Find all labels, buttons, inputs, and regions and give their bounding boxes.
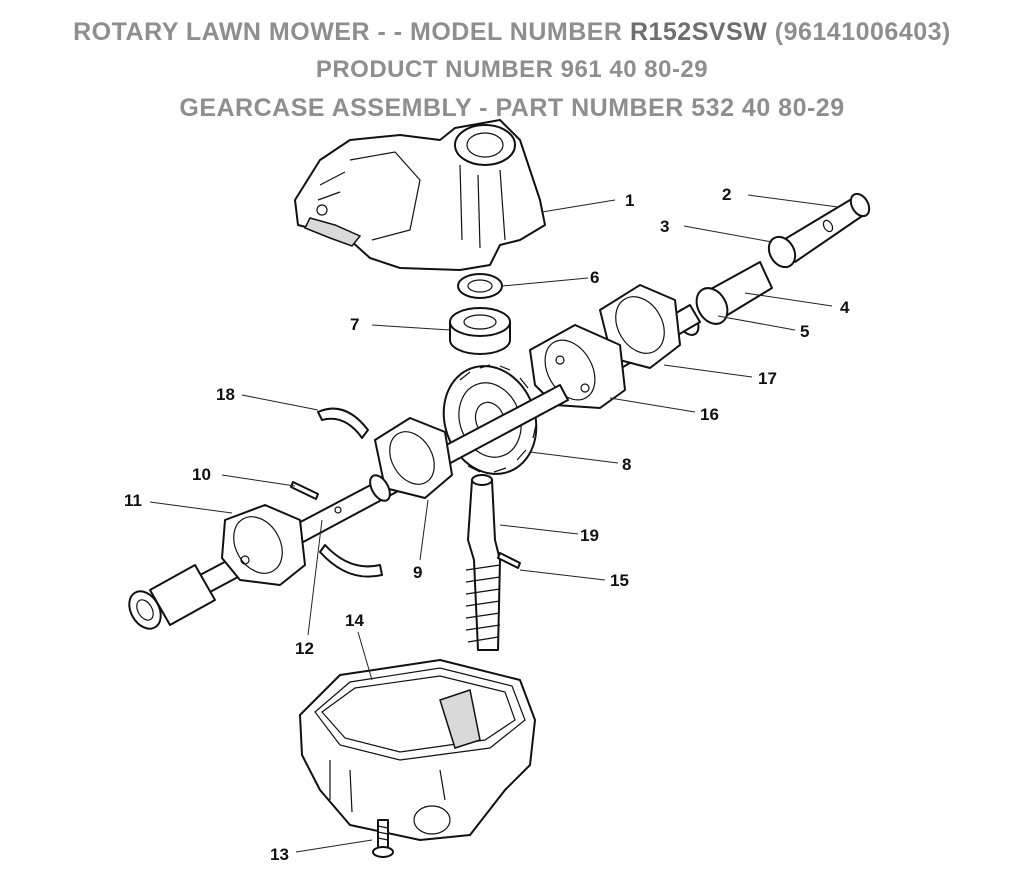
callout-15: 15 [610,571,629,590]
callout-16: 16 [700,405,719,424]
callout-13: 13 [270,845,289,864]
callout-18: 18 [216,385,235,404]
model-number: R152SVSW [629,18,768,46]
callout-7: 7 [350,315,359,334]
callout-19: 19 [580,526,599,545]
callout-8: 8 [622,455,631,474]
callout-1: 1 [625,191,634,210]
callout-11: 11 [124,491,142,510]
callout-14: 14 [345,611,364,630]
title-suffix: (96141006403) [767,18,951,46]
clutch-cup-lower [369,417,453,502]
shaft-coupling [128,564,216,630]
roll-pin-upper [290,481,319,500]
diagram-title: ROTARY LAWN MOWER - - MODEL NUMBER R152S… [0,18,1024,47]
product-number: PRODUCT NUMBER 961 40 80-29 [315,56,709,83]
callout-17: 17 [758,369,777,388]
screw [372,819,394,858]
worm-shaft [465,474,501,651]
callout-4: 4 [840,298,850,317]
bearing-housing-left [221,504,306,586]
callout-numbers: 1 2 3 4 5 6 7 8 9 10 11 12 13 14 15 16 1… [124,185,850,864]
callout-12: 12 [295,639,314,658]
assembly-part-number: GEARCASE ASSEMBLY - PART NUMBER 532 40 8… [179,94,845,122]
callout-6: 6 [590,268,599,287]
title-prefix: ROTARY LAWN MOWER - - MODEL NUMBER [73,18,630,46]
callout-9: 9 [413,563,422,582]
callout-2: 2 [722,185,731,204]
bearings [449,273,511,355]
gearcase-lower-housing [299,659,536,841]
gearcase-upper-housing [294,119,546,271]
callout-10: 10 [192,465,211,484]
callout-5: 5 [800,322,809,341]
leader-lines [149,194,839,853]
roll-pin-lower [497,552,521,569]
callout-3: 3 [660,217,669,236]
half-bushings [317,407,383,578]
